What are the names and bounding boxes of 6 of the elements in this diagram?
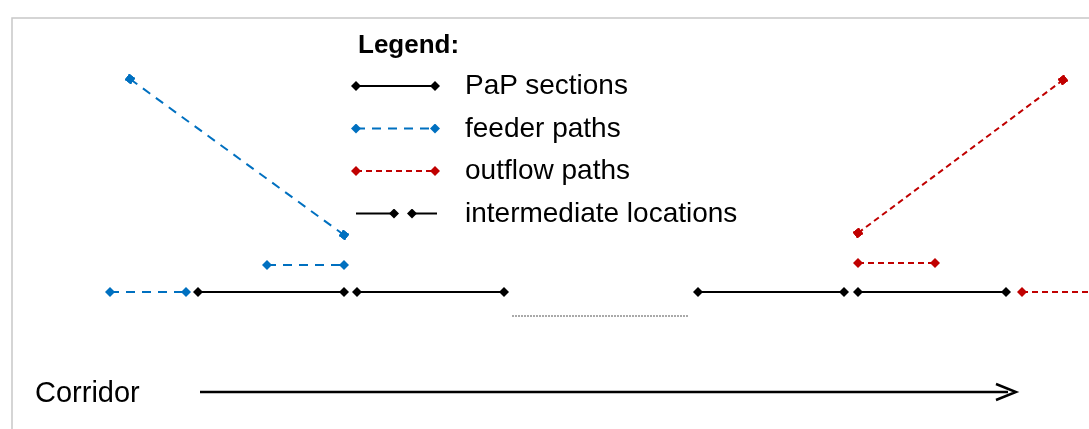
legend-text: feeder paths — [465, 113, 621, 142]
legend-text: intermediate locations — [465, 198, 738, 227]
legend-text: PaP sections — [465, 71, 628, 99]
legend-text: outflow paths — [465, 156, 630, 184]
corridor-label: Corridor — [35, 378, 140, 407]
legend-heading: Legend: — [358, 31, 460, 57]
